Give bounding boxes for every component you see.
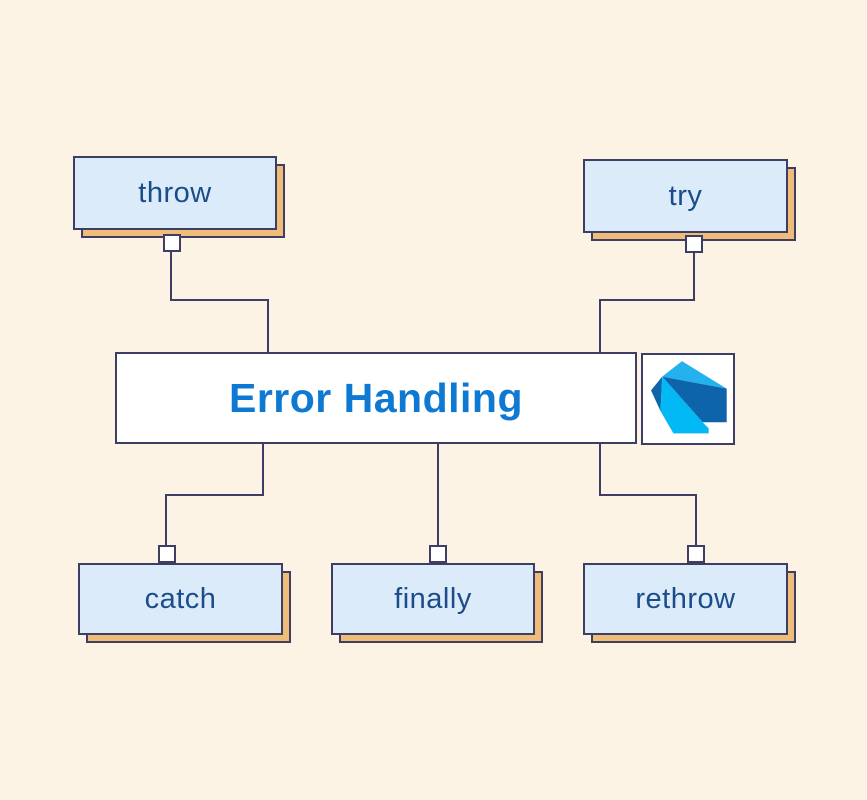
- node-finally[interactable]: finally: [331, 563, 543, 643]
- node-throw[interactable]: throw: [73, 156, 285, 238]
- connector-throw-v2: [267, 299, 269, 352]
- connector-throw-h: [170, 299, 269, 301]
- connector-try-v2: [599, 299, 601, 352]
- connector-finally-v: [437, 443, 439, 546]
- connector-catch-h: [165, 494, 264, 496]
- port-try-bottom[interactable]: [685, 235, 703, 253]
- connector-rethrow-h: [599, 494, 697, 496]
- port-catch-top[interactable]: [158, 545, 176, 563]
- connector-rethrow-v2: [695, 494, 697, 546]
- node-rethrow[interactable]: rethrow: [583, 563, 796, 643]
- connector-throw-v1: [170, 252, 172, 301]
- connector-rethrow-v1: [599, 443, 601, 496]
- connector-catch-v1: [262, 443, 264, 496]
- node-error-handling[interactable]: Error Handling: [115, 352, 637, 444]
- node-try[interactable]: try: [583, 159, 796, 241]
- diagram-title: Error Handling: [228, 374, 524, 421]
- node-finally-label: finally: [394, 582, 472, 615]
- node-throw-label: throw: [138, 176, 212, 209]
- dart-logo-box[interactable]: [641, 353, 735, 445]
- connector-try-h: [599, 299, 695, 301]
- port-finally-top[interactable]: [429, 545, 447, 563]
- port-throw-bottom[interactable]: [163, 234, 181, 252]
- connector-try-v1: [693, 253, 695, 301]
- node-try-label: try: [668, 179, 703, 212]
- node-catch[interactable]: catch: [78, 563, 291, 643]
- dart-logo-icon: [651, 361, 727, 434]
- node-rethrow-label: rethrow: [635, 582, 736, 615]
- port-rethrow-top[interactable]: [687, 545, 705, 563]
- connector-catch-v2: [165, 494, 167, 546]
- node-catch-label: catch: [144, 582, 217, 615]
